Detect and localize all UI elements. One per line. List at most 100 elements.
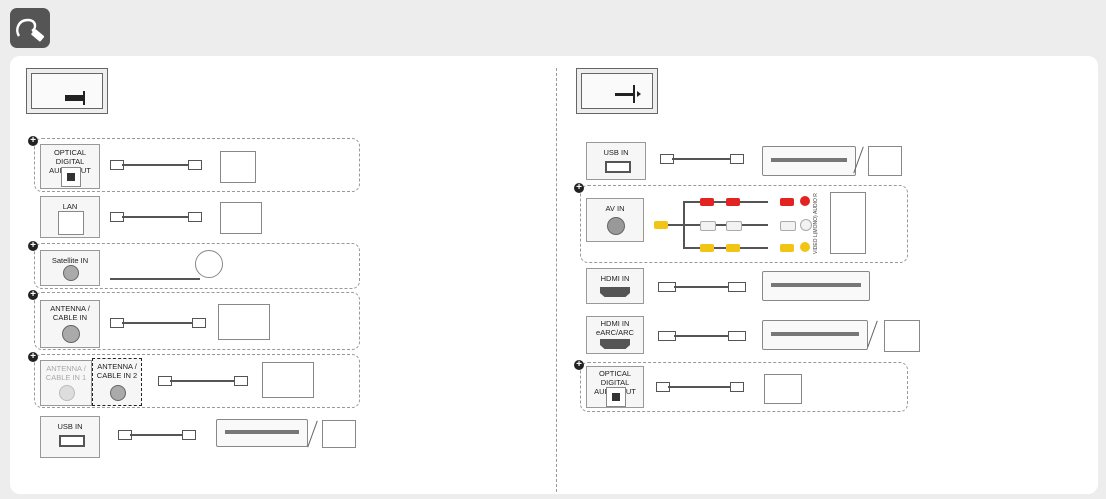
av-devices-icon bbox=[830, 192, 866, 254]
rca-white-plug-icon bbox=[780, 221, 796, 231]
lan-port-icon bbox=[58, 211, 84, 235]
usb-plug-icon bbox=[182, 430, 196, 440]
optional-icon: + bbox=[28, 241, 38, 251]
rca-white-plug-icon bbox=[726, 221, 742, 231]
audio-device-icon bbox=[764, 374, 802, 404]
port-hdmi-in: HDMI IN bbox=[586, 268, 644, 304]
port-label: AV IN bbox=[605, 204, 625, 213]
rca-yellow-plug-icon bbox=[780, 244, 794, 252]
rca-white-plug-icon bbox=[700, 221, 716, 231]
optical-audio-group bbox=[34, 138, 360, 192]
port-usb-in: USB IN bbox=[40, 416, 100, 458]
connections-panel bbox=[10, 56, 1098, 494]
port-optical-audio-out: OPTICAL DIGITAL AUDIO OUT bbox=[40, 144, 100, 189]
usb-flash-drive-icon bbox=[868, 146, 902, 176]
audio-device-icon bbox=[884, 320, 920, 352]
antenna-cable bbox=[122, 322, 192, 324]
antenna-dual-group bbox=[34, 354, 360, 408]
tv-rear-side-icon bbox=[576, 68, 658, 114]
usb-hdd-icon bbox=[762, 146, 856, 176]
usb-cable bbox=[130, 434, 182, 436]
usb-port-icon bbox=[605, 161, 631, 173]
audio-r-jack-icon bbox=[800, 196, 810, 206]
satellite-group bbox=[34, 243, 360, 289]
rca-red-plug-icon bbox=[780, 198, 794, 206]
av-jack-labels: VIDEO L(MONO) AUDIO R bbox=[813, 192, 824, 256]
optical-cable bbox=[668, 386, 730, 388]
rca-red-plug-icon bbox=[700, 198, 714, 206]
satellite-cable bbox=[110, 278, 200, 280]
rca-red-plug-icon bbox=[726, 198, 740, 206]
port-av-in: AV IN bbox=[586, 198, 644, 242]
port-usb-in-right: USB IN bbox=[586, 142, 646, 180]
antenna-house-icon bbox=[262, 362, 314, 398]
usb-cable bbox=[672, 158, 730, 160]
hdmi-devices-icon bbox=[762, 271, 870, 301]
port-label: USB IN bbox=[57, 422, 83, 431]
antenna-port-icon bbox=[110, 385, 126, 401]
antenna-port-icon bbox=[59, 385, 75, 401]
tv-rear-bottom-icon bbox=[26, 68, 108, 114]
rca-yellow-plug-icon bbox=[700, 244, 714, 252]
optional-icon: + bbox=[28, 136, 38, 146]
port-label: Satellite IN bbox=[51, 256, 89, 265]
usb-port-icon bbox=[59, 435, 85, 447]
optical-plug-icon bbox=[730, 382, 744, 392]
router-icon bbox=[220, 202, 262, 234]
antenna-group bbox=[34, 292, 360, 350]
optional-icon: + bbox=[574, 360, 584, 370]
port-hdmi-in-earc-arc: HDMI IN eARC/ARC bbox=[586, 316, 644, 354]
hdmi-plug-icon bbox=[728, 331, 746, 341]
port-label: HDMI IN eARC/ARC bbox=[596, 319, 634, 337]
port-label: USB IN bbox=[603, 148, 629, 157]
hdmi-cable bbox=[674, 286, 728, 288]
antenna-cable bbox=[170, 380, 234, 382]
port-label: ANTENNA / CABLE IN 1 bbox=[45, 364, 87, 382]
antenna-plug-icon bbox=[234, 376, 248, 386]
optical-cable bbox=[122, 164, 188, 166]
port-label: LAN bbox=[62, 202, 78, 211]
port-label: ANTENNA / CABLE IN bbox=[50, 304, 90, 322]
satellite-dish-icon bbox=[195, 250, 223, 278]
hdmi-port-icon bbox=[600, 339, 630, 349]
audio-l-jack-icon bbox=[800, 219, 812, 231]
port-label: ANTENNA / CABLE IN 2 bbox=[96, 362, 138, 380]
port-antenna-cable-in: ANTENNA / CABLE IN bbox=[40, 300, 100, 348]
rca-yellow-plug-icon bbox=[654, 221, 668, 229]
port-satellite-in: Satellite IN bbox=[40, 250, 100, 286]
video-jack-icon bbox=[800, 242, 810, 252]
video-label: VIDEO bbox=[813, 238, 819, 255]
usb-flash-drive-icon bbox=[322, 420, 356, 448]
optical-plug-icon bbox=[188, 160, 202, 170]
audio-label: AUDIO bbox=[813, 198, 819, 215]
antenna-house-icon bbox=[218, 304, 270, 340]
port-label: HDMI IN bbox=[600, 274, 630, 283]
optional-icon: + bbox=[28, 290, 38, 300]
optional-icon: + bbox=[574, 183, 584, 193]
antenna-port-icon bbox=[62, 325, 80, 343]
av-cable-bundle bbox=[668, 201, 768, 249]
audio-r-label: R bbox=[813, 193, 819, 198]
satellite-port-icon bbox=[63, 265, 79, 281]
hdmi-cable bbox=[674, 335, 728, 337]
top-bar bbox=[0, 0, 1106, 56]
port-optical-audio-out-right: OPTICAL DIGITAL AUDIO OUT bbox=[586, 366, 644, 408]
audio-device-icon bbox=[220, 151, 256, 183]
port-lan: LAN bbox=[40, 196, 100, 238]
hdmi-port-icon bbox=[600, 287, 630, 297]
hdmi-plug-icon bbox=[728, 282, 746, 292]
lan-cable bbox=[122, 216, 188, 218]
usb-plug-icon bbox=[730, 154, 744, 164]
optional-icon: + bbox=[28, 352, 38, 362]
av-port-icon bbox=[607, 217, 625, 235]
optical-audio-group-right bbox=[580, 362, 908, 412]
optical-port-icon bbox=[606, 387, 626, 407]
av-in-group bbox=[580, 185, 908, 263]
cable-connection-icon bbox=[10, 8, 50, 48]
rca-yellow-plug-icon bbox=[726, 244, 740, 252]
audio-l-label: L(MONO) bbox=[813, 215, 819, 238]
lan-plug-icon bbox=[188, 212, 202, 222]
port-antenna-cable-in-2: ANTENNA / CABLE IN 2 bbox=[92, 358, 142, 406]
panel-divider bbox=[556, 68, 557, 492]
hdmi-devices-icon bbox=[762, 320, 868, 350]
